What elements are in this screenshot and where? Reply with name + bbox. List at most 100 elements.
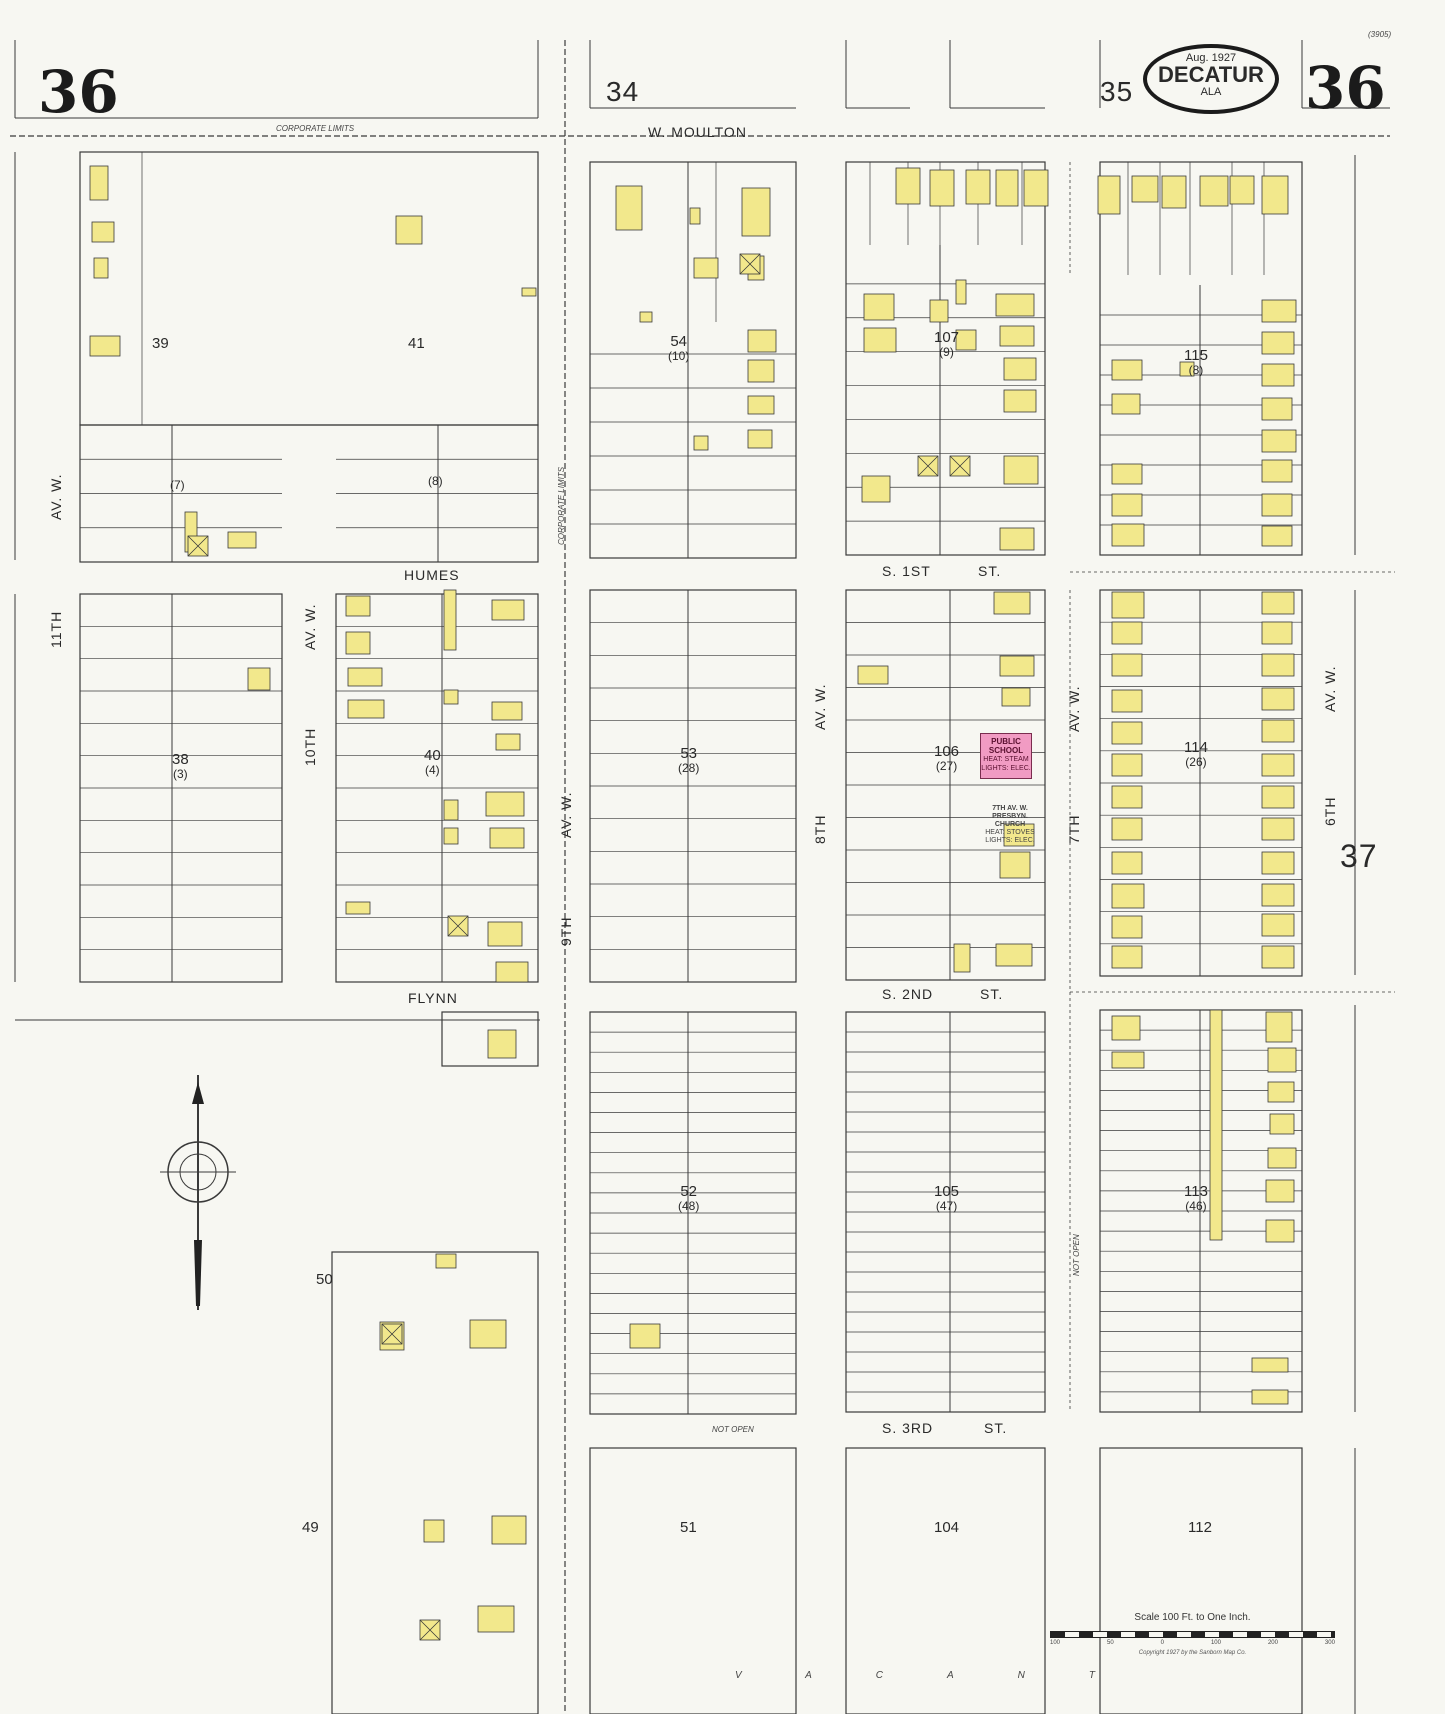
dwelling-footprint [495,733,521,751]
sheet-number-left: 36 [38,58,119,126]
dwelling-footprint [495,961,529,983]
block-107: 107(9) [934,329,960,359]
street-8th: 8TH [812,814,828,844]
adjoining-sheet-34: 34 [606,76,640,107]
dwelling-footprint [993,591,1031,615]
dwelling-footprint [1111,591,1145,619]
dwelling-footprint [469,1319,507,1349]
dwelling-footprint [247,667,271,691]
dwelling-footprint [693,435,709,451]
dwelling-footprint [489,827,525,849]
dwelling-footprint [487,1029,517,1059]
dwelling-footprint [1261,817,1295,841]
copyright: Copyright 1927 by the Sanborn Map Co. [1138,1650,1247,1656]
dwelling-footprint [1261,883,1295,907]
dwelling-footprint [491,1515,527,1545]
dwelling-footprint [1251,1389,1289,1405]
dwelling-footprint [929,169,955,207]
block-105: 105(47) [934,1183,960,1213]
dwelling-footprint [1261,397,1293,421]
shed-cross [419,1619,441,1641]
dwelling-footprint [521,287,537,297]
block-7: (7) [170,478,185,492]
block-outline [331,1251,539,1714]
dwelling-footprint [1111,653,1143,677]
dwelling-footprint [955,329,977,351]
dwelling-footprint [1265,1011,1293,1043]
not-open-label: NOT OPEN [712,1425,754,1434]
not-open-label-vertical: NOT OPEN [1072,1234,1081,1276]
street-7th: 7TH [1066,814,1082,844]
dwelling-footprint [1001,687,1031,707]
dwelling-footprint [395,215,423,245]
block-53: 53(28) [678,745,700,775]
dwelling-footprint [689,207,701,225]
adjoining-sheet-35: 35 [1100,76,1134,107]
title-date: Aug. 1927 [1185,52,1237,64]
scale-title: Scale 100 Ft. to One Inch. [1134,1612,1251,1623]
dwelling-footprint [999,655,1035,677]
dwelling-footprint [747,329,777,353]
dwelling-footprint [863,293,895,321]
shed-cross [739,253,761,275]
compass-arrow [194,1240,202,1306]
dwelling-footprint [1261,525,1293,547]
dwelling-footprint [1111,753,1143,777]
scale-graphic [1050,1631,1335,1638]
dwelling-footprint [345,901,371,915]
dwelling-footprint [491,599,525,621]
dwelling-footprint [955,279,967,305]
dwelling-footprint [995,293,1035,317]
dwelling-footprint [443,589,457,651]
dwelling-footprint [1261,459,1293,483]
dwelling-footprint [615,185,643,231]
title-cartouche: Aug. 1927 DECATUR ALA [1143,44,1279,114]
street-10th: 10TH [302,727,318,766]
street-10th-av-w: AV. W. [302,603,318,650]
dwelling-footprint [1111,689,1143,713]
block-113: 113(46) [1184,1183,1208,1213]
title-state: ALA [1200,86,1222,98]
dwelling-footprint [93,257,109,279]
dwelling-footprint [995,943,1033,967]
street-s-2nd: S. 2ND [882,986,934,1002]
street-flynn: FLYNN [408,990,458,1006]
dwelling-footprint [1111,785,1143,809]
dwelling-footprint [1111,393,1141,415]
dwelling-footprint [1097,175,1121,215]
dwelling-footprint [629,1323,661,1349]
block-8: (8) [428,474,443,488]
dwelling-footprint [747,395,775,415]
dwelling-footprint [1111,1051,1145,1069]
block-112: 112 [1188,1519,1212,1536]
dwelling-footprint [1131,175,1159,203]
dwelling-footprint [443,827,459,845]
block-outline [441,1011,539,1067]
dwelling-footprint [435,1253,457,1269]
street-6th-av-w: AV. W. [1322,665,1338,712]
dwelling-footprint [965,169,991,205]
dwelling-footprint [1161,175,1187,209]
public-school-building: PUBLIC SCHOOL HEAT: STEAM LIGHTS: ELEC. [980,733,1032,779]
dwelling-footprint [1111,817,1143,841]
dwelling-footprint [1261,719,1295,743]
block-38: 38(3) [172,751,189,781]
dwelling-footprint [227,531,257,549]
dwelling-footprint [1003,357,1037,381]
dwelling-footprint [1111,523,1145,547]
church-note: HEAT: STOVES LIGHTS: ELEC. [985,829,1035,844]
dwelling-footprint [1261,175,1289,215]
block-49: 49 [302,1519,319,1536]
dwelling-footprint [895,167,921,205]
corporate-limits-label-vertical: CORPORATE LIMITS [557,466,566,545]
vacant-label: VACANT [735,1670,1160,1681]
dwelling-footprint [89,335,121,357]
block-40: 40(4) [424,747,441,777]
block-51: 51 [680,1519,697,1536]
dwelling-footprint [477,1605,515,1633]
dwelling-footprint [491,701,523,721]
dwelling-footprint [639,311,653,323]
adjoining-sheet-37: 37 [1340,838,1378,874]
shed-cross [187,535,209,557]
